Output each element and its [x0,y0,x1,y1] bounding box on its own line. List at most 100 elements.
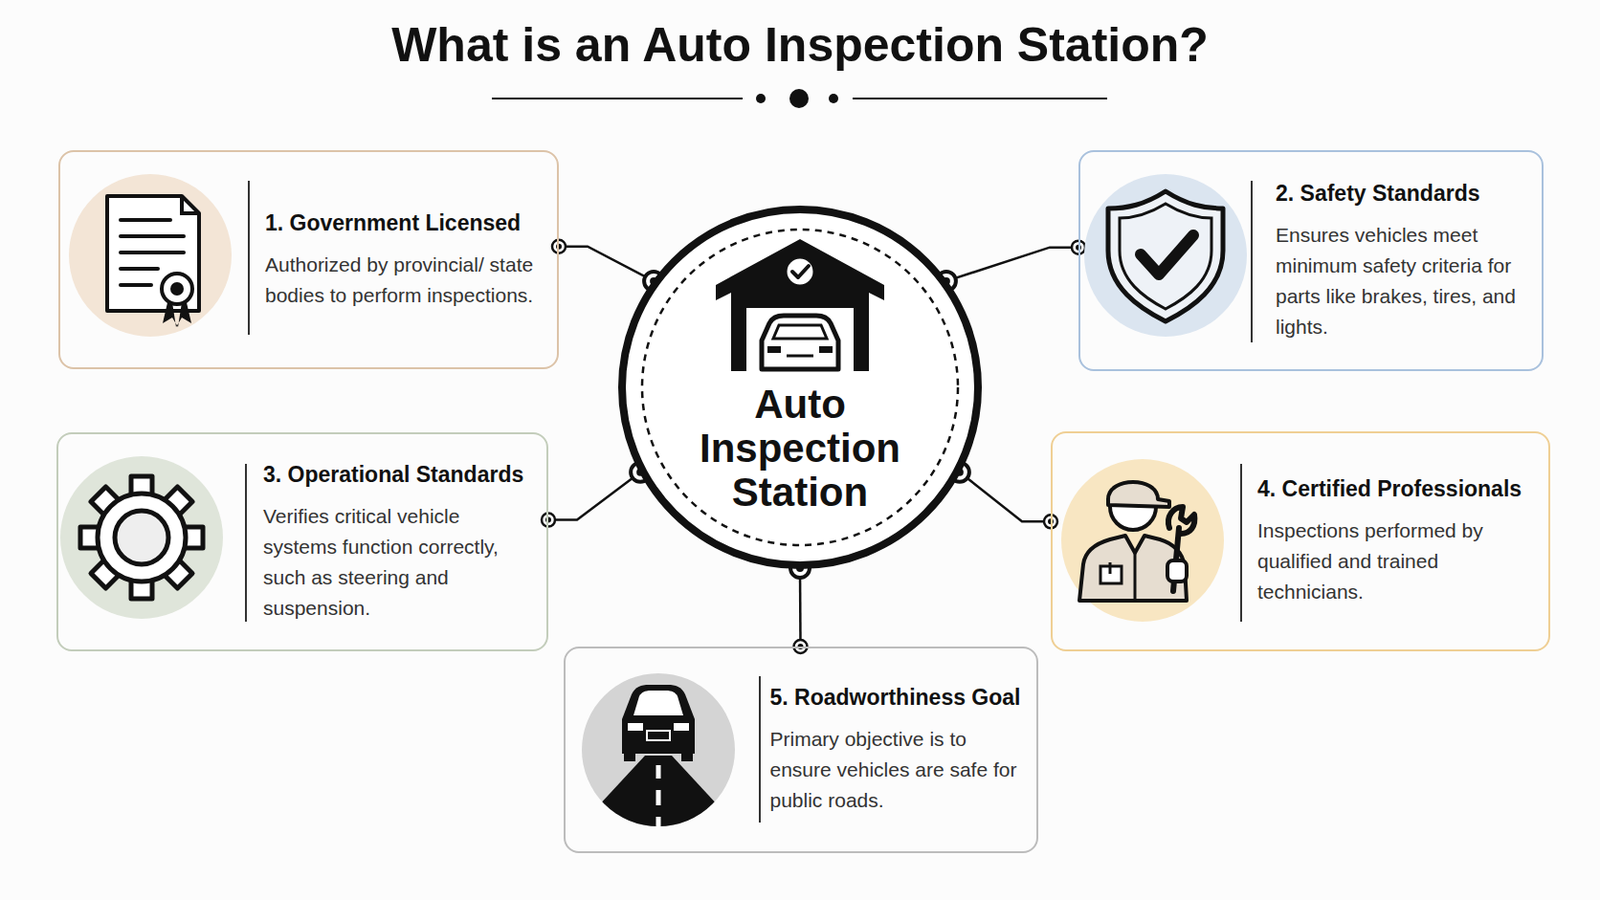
road-car-icon [623,752,636,762]
title-ornament [828,93,839,104]
shield-icon [1140,235,1194,275]
connector-line [959,472,1051,523]
dividers [244,464,247,623]
road-car-icon [574,673,743,835]
connector-group [552,240,664,291]
shield-icon [1084,174,1247,337]
title-ornament [491,97,743,100]
road-car-icon [656,790,662,806]
mechanic-icon [1168,507,1195,592]
garage-icon [819,346,833,354]
road-car-icon [656,817,662,835]
text-group: 2. Safety StandardsEnsures vehicles meet… [1275,179,1531,343]
title-ornament [852,97,1108,100]
garage-icon [785,257,815,287]
dividers [1250,180,1253,343]
road-car-icon [646,731,670,741]
gear-icon [114,511,169,565]
document-icon [68,174,232,337]
mechanic-icon [1167,560,1187,582]
garage-icon [715,239,885,372]
text-group: 1. Government LicensedAuthorized by prov… [265,209,546,312]
garage-icon [715,239,885,372]
box-heading: 2. Safety Standards [1275,179,1531,207]
box-body: Ensures vehicles meet minimum safety cri… [1275,220,1531,343]
dividers [247,180,250,335]
info-box: 2. Safety StandardsEnsures vehicles meet… [1078,150,1544,372]
garage-icon [746,308,854,372]
title-ornament [755,93,766,104]
shield-icon [1108,191,1223,322]
document-icon [120,266,158,271]
box-body: Primary objective is to ensure vehicles … [770,724,1025,817]
document-icon [120,218,171,223]
connector-line [558,246,654,282]
document-icon [120,283,152,288]
road-car-icon [574,755,743,835]
gear-icon [80,476,203,600]
box-heading: 1. Government Licensed [265,209,546,237]
gear-icon [60,456,223,620]
connector-line [799,568,802,647]
road-car-icon [656,765,662,779]
info-box: 5. Roadworthiness GoalPrimary objective … [563,646,1039,854]
garage-icon [761,315,839,370]
hub-circle: Auto Inspection Station [617,204,983,571]
dividers [1240,464,1243,623]
box-body: Verifies critical vehicle systems functi… [263,501,535,624]
document-icon [68,174,232,337]
mechanic-icon [1133,553,1137,601]
mechanic-icon [1061,459,1224,623]
connector-dot [541,513,556,528]
road-car-icon [627,723,644,732]
gear-icon [60,456,223,620]
info-box: 3. Operational StandardsVerifies critica… [56,432,549,652]
info-box: 4. Certified ProfessionalsInspections pe… [1050,431,1551,652]
road-car-icon [633,690,684,716]
box-heading: 5. Roadworthiness Goal [770,684,1025,712]
document-icon [107,196,200,312]
gear-icon [97,493,186,582]
text-group: Auto Inspection Station [661,382,939,515]
box-heading: 4. Certified Professionals [1257,475,1537,503]
dividers [758,676,761,823]
box-body: Authorized by provincial/ state bodies t… [265,249,546,312]
shield-icon [1119,203,1212,310]
hub-ring [622,209,978,566]
text-group: 5. Roadworthiness GoalPrimary objective … [770,684,1025,817]
garage-icon [767,346,781,354]
road-car-icon [681,752,693,762]
mechanic-icon [1108,482,1170,508]
connector-line [946,247,1079,282]
text-group: 3. Operational StandardsVerifies critica… [263,461,535,624]
document-icon [181,196,200,214]
connector-group [790,558,810,654]
connector-group [950,463,1058,530]
connector-group [936,241,1086,291]
road-car-icon [656,765,662,835]
garage-icon [786,355,814,358]
shield-icon [1084,174,1247,337]
box-body: Inspections performed by qualified and t… [1257,515,1537,608]
mechanic-icon [1061,459,1224,623]
document-icon [120,234,184,239]
garage-icon [792,266,809,278]
text-group: 4. Certified ProfessionalsInspections pe… [1257,475,1537,608]
connector-dot-core [545,517,552,524]
box-heading: 3. Operational Standards [263,461,535,489]
document-icon [120,250,184,255]
document-icon [161,273,193,305]
connector-line [548,472,641,521]
hub-label: Auto Inspection Station [661,382,939,515]
connector-dot-core [555,244,562,250]
hub-dashed-ring [642,229,958,546]
info-box: 1. Government LicensedAuthorized by prov… [58,150,559,370]
title-ornament [789,88,809,109]
connector-dot [552,240,566,254]
garage-icon [773,325,827,339]
document-icon [170,282,184,296]
road-car-icon [673,723,689,732]
diagram-title: What is an Auto Inspection Station? [0,17,1600,73]
gear-icon [97,493,186,582]
title-ornament [491,88,1108,109]
